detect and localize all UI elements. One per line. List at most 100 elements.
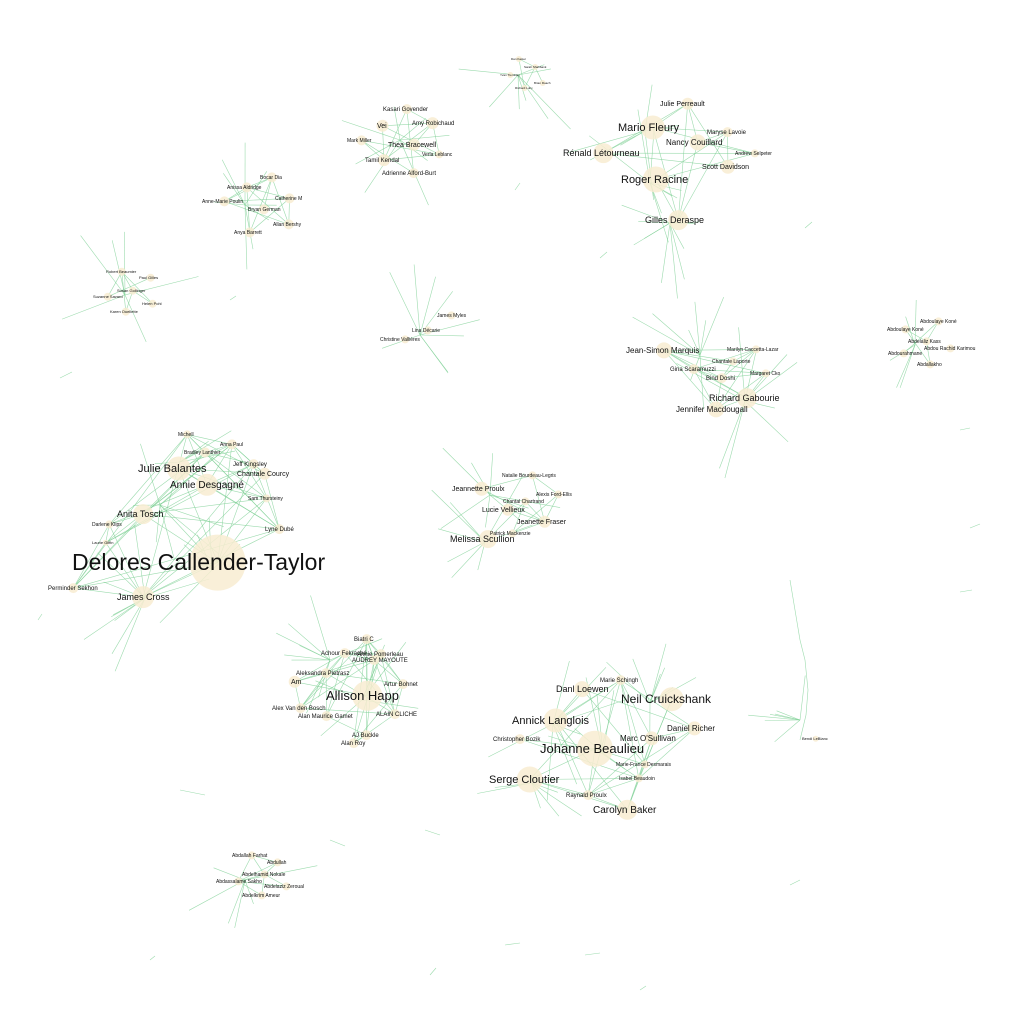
node-roger-0	[642, 166, 669, 193]
node-label-delores-13: Laurie Giffin	[92, 540, 114, 545]
node-label-top-0: Dan Kaster	[511, 57, 526, 61]
node-label-delores-10: Sam Thursteiny	[248, 496, 283, 502]
node-melissa-3	[538, 515, 551, 528]
node-delores-2	[196, 473, 218, 496]
node-johanne-5	[574, 681, 591, 698]
node-richard-5	[729, 357, 738, 366]
edge-top-spray	[517, 74, 549, 119]
node-roger-8	[750, 149, 759, 158]
node-label-allison-7: Artur Bohnet	[384, 682, 418, 688]
node-abdallah-1	[273, 858, 282, 867]
edge-roger	[655, 153, 755, 180]
edge-delores-spray	[179, 430, 232, 463]
edge-roger	[652, 127, 728, 133]
node-label-bryan-2: Catherine M	[275, 196, 302, 202]
node-richard-3	[688, 364, 699, 375]
edge-melissa-spray	[485, 494, 491, 528]
node-label-abdallah-5: Abdelkrim Ameur	[242, 893, 280, 899]
node-label-allison-10: ALAIN CLICHE	[376, 712, 417, 718]
edge-thea-spray	[355, 139, 401, 165]
edge-east-spray	[774, 719, 801, 743]
node-label-roger-5: Gilles Deraspe	[645, 215, 704, 225]
edge-east-spray	[748, 714, 801, 721]
node-label-allison-9: Alan Maurice Gamet	[298, 714, 353, 720]
node-richard-6	[752, 345, 760, 354]
edge-east-spray	[769, 714, 801, 721]
node-delores-11	[274, 524, 285, 535]
edge-abdou	[905, 329, 931, 365]
node-label-richard-2: Jennifer Macdougall	[676, 405, 748, 414]
edge-robert	[121, 271, 127, 312]
edge-east-spray	[764, 719, 801, 721]
node-richard-4	[716, 373, 727, 384]
edge-delores	[205, 452, 254, 465]
node-label-abdou-4: Abdou Rachid Karimou	[924, 346, 976, 352]
node-roger-1	[640, 115, 665, 140]
edge-delores	[178, 468, 267, 499]
node-allison-0	[352, 680, 383, 711]
chain-edge-0	[789, 579, 796, 611]
edge-abdou-spray	[905, 316, 916, 346]
edge-johanne-spray	[649, 643, 667, 704]
edge-delores-spray	[140, 443, 161, 506]
edge-johanne	[519, 738, 639, 779]
node-melissa-2	[501, 503, 514, 516]
node-melissa-6	[521, 497, 530, 506]
node-label-roger-1: Mario Fleury	[618, 122, 680, 134]
node-label-thea-3: Mark Miller	[347, 138, 372, 144]
edge-delores	[143, 513, 280, 530]
edge-bryan-spray	[223, 173, 246, 206]
node-roger-6	[681, 97, 694, 110]
node-label-abdallah-2: Abdelhamid Nokale	[242, 872, 286, 878]
node-label-richard-6: Marilyn Caccetta-Lazar	[727, 347, 779, 353]
edge-abdallah	[238, 874, 265, 882]
edge-delores	[73, 528, 280, 589]
node-delores-6	[248, 459, 259, 470]
node-delores-1	[166, 456, 191, 481]
edge-delores-spray	[155, 504, 161, 543]
edge-lina-spray	[389, 272, 421, 336]
node-label-richard-0: Richard Gabourie	[709, 393, 780, 403]
edge-delores	[264, 473, 280, 530]
node-east-0	[812, 735, 819, 742]
edge-richard-spray	[744, 400, 789, 443]
node-label-east-0: Bendi LeBlanc	[802, 736, 828, 741]
node-label-roger-8: Andrew Selpeter	[735, 151, 772, 157]
node-allison-2	[339, 648, 350, 659]
edge-delores	[142, 463, 254, 598]
node-richard-1	[656, 342, 672, 359]
node-label-johanne-9: Christopher Bozik	[493, 737, 541, 743]
node-robert-0	[117, 267, 126, 276]
node-melissa-4	[528, 471, 537, 480]
stray-edge-7	[969, 523, 981, 529]
edge-bryan	[246, 187, 289, 225]
edge-robert	[107, 271, 123, 297]
edge-johanne	[582, 688, 695, 729]
edge-top-spray	[517, 64, 545, 76]
edge-top	[524, 66, 536, 89]
edge-abdallah	[251, 855, 278, 863]
edge-roger	[678, 131, 728, 221]
node-label-delores-7: Anna Paul	[220, 442, 243, 448]
node-label-robert-4: Helen Pohl	[142, 301, 162, 306]
edge-delores	[105, 542, 144, 598]
stray-edge-1	[804, 221, 813, 229]
node-label-bryan-5: Allan Bershy	[273, 222, 302, 228]
edge-top-spray	[517, 74, 571, 130]
edge-johanne	[529, 779, 628, 811]
edge-delores	[206, 484, 280, 530]
edge-delores	[142, 473, 265, 598]
node-label-delores-4: James Cross	[117, 592, 170, 602]
edge-melissa-spray	[449, 502, 486, 543]
edge-allison-spray	[320, 699, 363, 737]
edge-johanne	[651, 728, 695, 739]
node-label-lina-2: Christine Vallières	[380, 337, 420, 343]
node-top-0	[515, 56, 522, 62]
edge-allison	[300, 672, 327, 709]
edge-lina-spray	[419, 334, 449, 374]
edge-roger-spray	[669, 222, 685, 280]
node-lina-0	[447, 311, 456, 320]
node-label-johanne-11: Isabel Beaudoin	[619, 776, 655, 782]
node-label-allison-1: Biatri C	[354, 637, 374, 643]
